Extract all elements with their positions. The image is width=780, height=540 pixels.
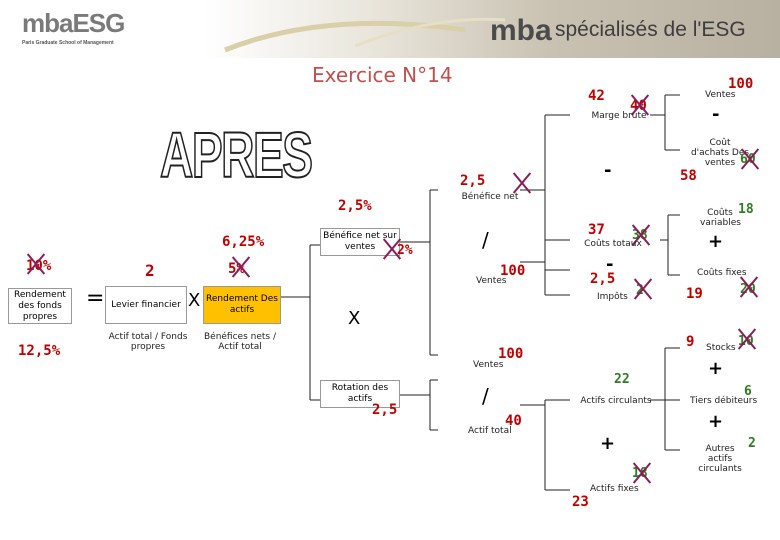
- stocks-label: Stocks: [706, 343, 736, 353]
- var-costs-label: Coûts variables: [700, 208, 741, 228]
- tiers-label: Tiers débiteurs: [690, 396, 758, 406]
- strike-fixed-assets-icon: [630, 462, 652, 484]
- ventes2-label: Ventes: [473, 360, 504, 370]
- rotation-value: 2,5: [372, 402, 398, 418]
- plus-sign-1: +: [708, 231, 724, 252]
- cogs-label: Coût d'achats Des ventes: [690, 138, 750, 168]
- equals-sign: =: [86, 286, 105, 311]
- banner-swoosh-icon: [224, 17, 506, 53]
- fixed-costs-label: Coûts fixes: [697, 268, 747, 278]
- logo-tagline: Paris Graduate School of Management: [22, 40, 114, 46]
- page-title: Exercice N°14: [312, 63, 453, 87]
- actif-total-label: Actif total: [468, 426, 512, 436]
- leverage-box: Levier financier: [105, 286, 187, 324]
- leverage-value: 2: [145, 261, 155, 280]
- leverage-formula: Actif total / Fonds propres: [108, 332, 188, 352]
- plus-sign-3: +: [708, 411, 724, 432]
- stocks-value: 9: [686, 334, 695, 350]
- header-logo-panel: mbaESG Paris Graduate School of Manageme…: [0, 0, 200, 58]
- gross-margin-label: Marge brute: [591, 111, 647, 121]
- cogs-new: 58: [680, 168, 697, 184]
- autres-label: Autres actifs circulants: [698, 444, 742, 474]
- minus-sign-1: -: [712, 104, 720, 125]
- ventes-top-value: 100: [728, 76, 754, 92]
- ventes-top-label: Ventes: [705, 90, 736, 100]
- ventes1-label: Ventes: [476, 276, 507, 286]
- rotation-box: Rotation des actifs: [320, 380, 400, 408]
- banner-mba: mba: [490, 14, 552, 47]
- net-profit-value: 2,5: [460, 173, 486, 189]
- times-sign: X: [188, 290, 201, 311]
- roe-new: 12,5%: [18, 343, 61, 359]
- roa-new: 6,25%: [222, 234, 265, 250]
- fixed-costs-new: 19: [686, 286, 703, 302]
- roa-label: Rendement Des actifs: [206, 294, 278, 315]
- tax-value: 2,5: [590, 271, 616, 287]
- margin-new: 2,5%: [338, 198, 372, 214]
- banner-text: spécialisés de l'ESG: [555, 18, 746, 41]
- fixed-assets-new: 23: [572, 494, 589, 510]
- div-sign-2: /: [482, 384, 489, 408]
- header-banner: mba spécialisés de l'ESG: [205, 0, 780, 58]
- minus-sign-2: -: [604, 160, 612, 181]
- var-costs-value: 18: [738, 202, 754, 217]
- ventes1-value: 100: [500, 263, 526, 279]
- current-assets-label: Actifs circulants: [580, 396, 652, 406]
- strike-roa-icon: [229, 256, 251, 278]
- current-assets-value: 22: [614, 372, 630, 387]
- margin-label: Bénéfice net sur ventes: [323, 231, 397, 252]
- roe-box: Rendement des fonds propres: [8, 288, 72, 324]
- fixed-assets-label: Actifs fixes: [590, 484, 639, 494]
- strike-fixed-costs-icon: [737, 276, 759, 298]
- plus-sign-2: +: [708, 358, 724, 379]
- div-sign-1: /: [482, 228, 489, 252]
- net-profit-label: Bénéfice net: [461, 192, 519, 202]
- roe-label: Rendement des fonds propres: [14, 289, 66, 322]
- apres-wordart: APRES: [159, 118, 313, 192]
- leverage-label: Levier financier: [111, 299, 181, 310]
- logo-text: mbaESG: [22, 8, 125, 38]
- strike-stocks-icon: [735, 328, 757, 350]
- rotation-label: Rotation des actifs: [331, 383, 389, 404]
- tax-label: Impôts: [597, 292, 628, 302]
- strike-roe-icon: [24, 253, 46, 275]
- plus-sign-4: +: [600, 433, 616, 454]
- roa-box: Rendement Des actifs: [203, 286, 281, 324]
- costs-label: Coûts totaux: [584, 239, 642, 249]
- autres-value: 2: [748, 436, 756, 451]
- minus-sign-3: -: [606, 254, 614, 275]
- strike-cogs-icon: [738, 148, 760, 170]
- strike-net-profit-icon: [510, 172, 532, 194]
- ventes2-value: 100: [498, 346, 524, 362]
- gross-margin-new: 42: [588, 88, 605, 104]
- actif-total-value: 40: [505, 413, 522, 429]
- strike-tax-icon: [631, 278, 653, 300]
- tiers-value: 6: [744, 384, 752, 399]
- times-sign-2: X: [348, 308, 361, 329]
- costs-new: 37: [588, 222, 605, 238]
- roa-formula: Bénéfices nets / Actif total: [203, 332, 276, 352]
- strike-margin-icon: [380, 238, 402, 260]
